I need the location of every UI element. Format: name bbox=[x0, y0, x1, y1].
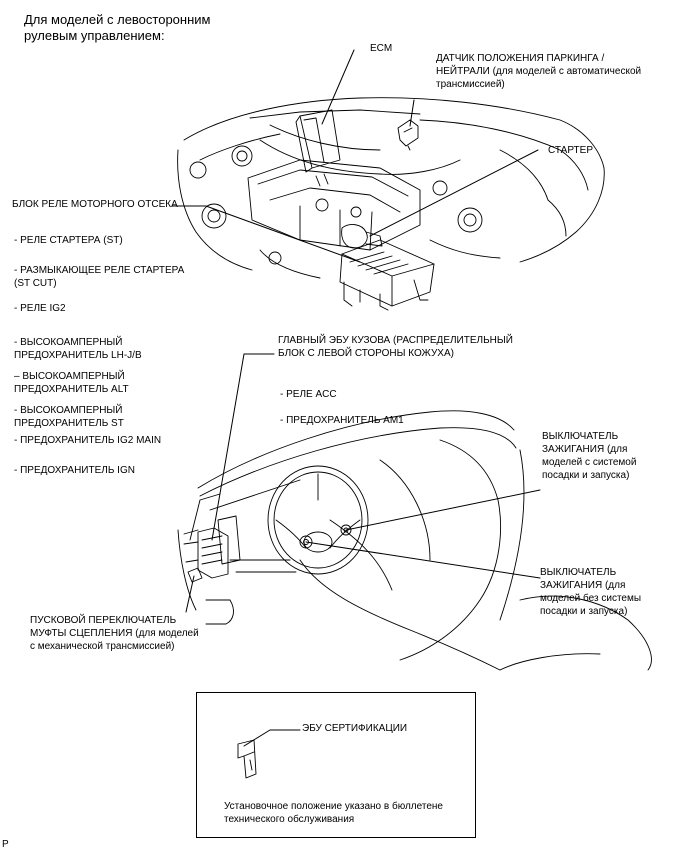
label-park-neutral-line-1: ДАТЧИК ПОЛОЖЕНИЯ ПАРКИНГА / bbox=[436, 53, 605, 64]
label-relay-acc: - РЕЛЕ ACC bbox=[280, 389, 337, 400]
label-fuse-st-line-1: - ВЫСОКОАМПЕРНЫЙ bbox=[14, 405, 123, 416]
label-ecm: ECM bbox=[370, 43, 393, 54]
label-park-neutral-line-2: НЕЙТРАЛИ (для моделей с автоматической bbox=[436, 66, 642, 77]
certification-ecu-inset bbox=[196, 692, 476, 838]
inset-note: Установочное положение указано в бюллете… bbox=[224, 800, 443, 826]
label-main-body-ecu-line-2: БЛОК С ЛЕВОЙ СТОРОНЫ КОЖУХА) bbox=[278, 348, 454, 359]
inset-note-line-2: технического обслуживания bbox=[224, 814, 355, 825]
label-main-body-ecu: ГЛАВНЫЙ ЭБУ КУЗОВА (РАСПРЕДЕЛИТЕЛЬНЫЙ БЛ… bbox=[278, 334, 513, 360]
label-park-neutral-line-3: трансмиссией) bbox=[436, 79, 505, 90]
label-ignition-switch-nosmart: ВЫКЛЮЧАТЕЛЬ ЗАЖИГАНИЯ (для моделей без с… bbox=[540, 566, 641, 618]
corner-mark: P bbox=[2, 839, 9, 850]
page-title: Для моделей с левосторонним рулевым упра… bbox=[24, 12, 210, 44]
label-main-body-ecu-line-1: ГЛАВНЫЙ ЭБУ КУЗОВА (РАСПРЕДЕЛИТЕЛЬНЫЙ bbox=[278, 335, 513, 346]
page-title-line-2: рулевым управлением: bbox=[24, 28, 165, 43]
label-fuse-lhjb: - ВЫСОКОАМПЕРНЫЙ ПРЕДОХРАНИТЕЛЬ LH-J/B bbox=[14, 336, 142, 362]
label-clutch-switch: ПУСКОВОЙ ПЕРЕКЛЮЧАТЕЛЬ МУФТЫ СЦЕПЛЕНИЯ (… bbox=[30, 614, 199, 653]
label-ign-smart-line-1: ВЫКЛЮЧАТЕЛЬ bbox=[542, 431, 619, 442]
label-relay-st: - РЕЛЕ СТАРТЕРА (ST) bbox=[14, 235, 123, 246]
label-ign-smart-line-2: ЗАЖИГАНИЯ (для bbox=[542, 444, 628, 455]
inset-note-line-1: Установочное положение указано в бюллете… bbox=[224, 801, 443, 812]
label-fuse-ig2-main: - ПРЕДОХРАНИТЕЛЬ IG2 MAIN bbox=[14, 435, 162, 446]
label-ign-nosmart-line-2: ЗАЖИГАНИЯ (для bbox=[540, 580, 626, 591]
label-engine-relay-block: БЛОК РЕЛЕ МОТОРНОГО ОТСЕКА bbox=[12, 199, 178, 210]
label-starter: СТАРТЕР bbox=[548, 145, 594, 156]
label-fuse-am1: - ПРЕДОХРАНИТЕЛЬ AM1 bbox=[280, 415, 404, 426]
label-certification-ecu: ЭБУ СЕРТИФИКАЦИИ bbox=[302, 723, 408, 734]
label-fuse-alt-line-1: – ВЫСОКОАМПЕРНЫЙ bbox=[14, 371, 125, 382]
label-fuse-ign: - ПРЕДОХРАНИТЕЛЬ IGN bbox=[14, 465, 135, 476]
page-title-line-1: Для моделей с левосторонним bbox=[24, 12, 211, 27]
label-clutch-line-1: ПУСКОВОЙ ПЕРЕКЛЮЧАТЕЛЬ bbox=[30, 615, 177, 626]
dashboard-illustration bbox=[177, 353, 652, 671]
label-fuse-lhjb-line-2: ПРЕДОХРАНИТЕЛЬ LH-J/B bbox=[14, 350, 142, 361]
label-fuse-alt: – ВЫСОКОАМПЕРНЫЙ ПРЕДОХРАНИТЕЛЬ ALT bbox=[14, 370, 129, 396]
label-ign-smart-line-4: посадки и запуска) bbox=[542, 470, 630, 481]
label-fuse-st-line-2: ПРЕДОХРАНИТЕЛЬ ST bbox=[14, 418, 124, 429]
label-fuse-lhjb-line-1: - ВЫСОКОАМПЕРНЫЙ bbox=[14, 337, 123, 348]
label-clutch-line-2: МУФТЫ СЦЕПЛЕНИЯ (для моделей bbox=[30, 628, 199, 639]
label-relay-st-cut: - РАЗМЫКАЮЩЕЕ РЕЛЕ СТАРТЕРА (ST CUT) bbox=[14, 264, 184, 290]
label-ign-nosmart-line-1: ВЫКЛЮЧАТЕЛЬ bbox=[540, 567, 617, 578]
label-ign-smart-line-3: моделей с системой bbox=[542, 457, 637, 468]
certification-ecu-illustration bbox=[237, 729, 301, 779]
label-clutch-line-3: с механической трансмиссией) bbox=[30, 641, 175, 652]
label-fuse-alt-line-2: ПРЕДОХРАНИТЕЛЬ ALT bbox=[14, 384, 129, 395]
label-ign-nosmart-line-4: посадки и запуска) bbox=[540, 606, 628, 617]
engine-bay-illustration bbox=[171, 49, 605, 311]
label-park-neutral-switch: ДАТЧИК ПОЛОЖЕНИЯ ПАРКИНГА / НЕЙТРАЛИ (дл… bbox=[436, 52, 641, 91]
label-relay-st-cut-line-1: - РАЗМЫКАЮЩЕЕ РЕЛЕ СТАРТЕРА bbox=[14, 265, 185, 276]
label-ign-nosmart-line-3: моделей без системы bbox=[540, 593, 642, 604]
label-fuse-st: - ВЫСОКОАМПЕРНЫЙ ПРЕДОХРАНИТЕЛЬ ST bbox=[14, 404, 124, 430]
label-relay-st-cut-line-2: (ST CUT) bbox=[14, 278, 57, 289]
label-ignition-switch-smart: ВЫКЛЮЧАТЕЛЬ ЗАЖИГАНИЯ (для моделей с сис… bbox=[542, 430, 636, 482]
label-relay-ig2: - РЕЛЕ IG2 bbox=[14, 303, 66, 314]
